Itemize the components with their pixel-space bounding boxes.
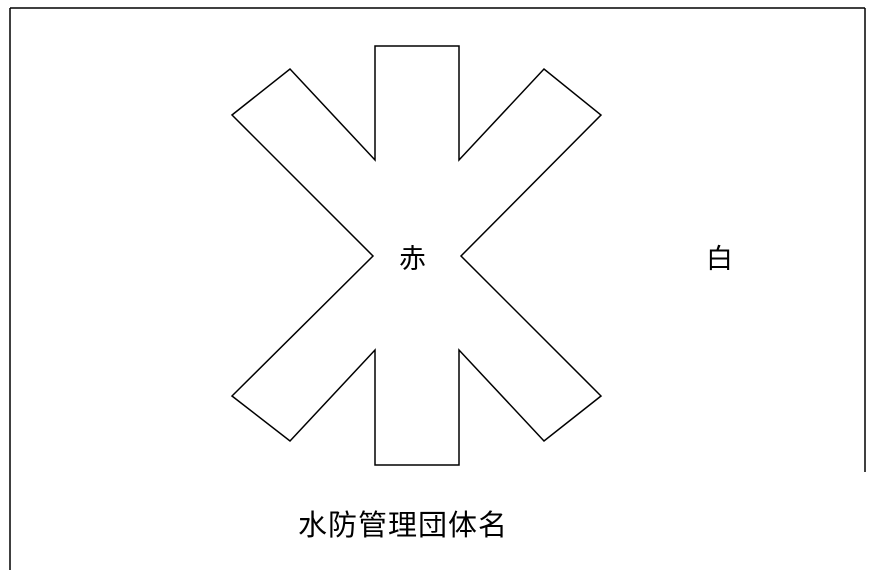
background-color-label: 白 xyxy=(706,244,733,275)
emblem-color-label: 赤 xyxy=(399,244,426,275)
organization-name-label: 水防管理団体名 xyxy=(298,508,509,542)
asterisk-cross-icon xyxy=(230,45,603,466)
